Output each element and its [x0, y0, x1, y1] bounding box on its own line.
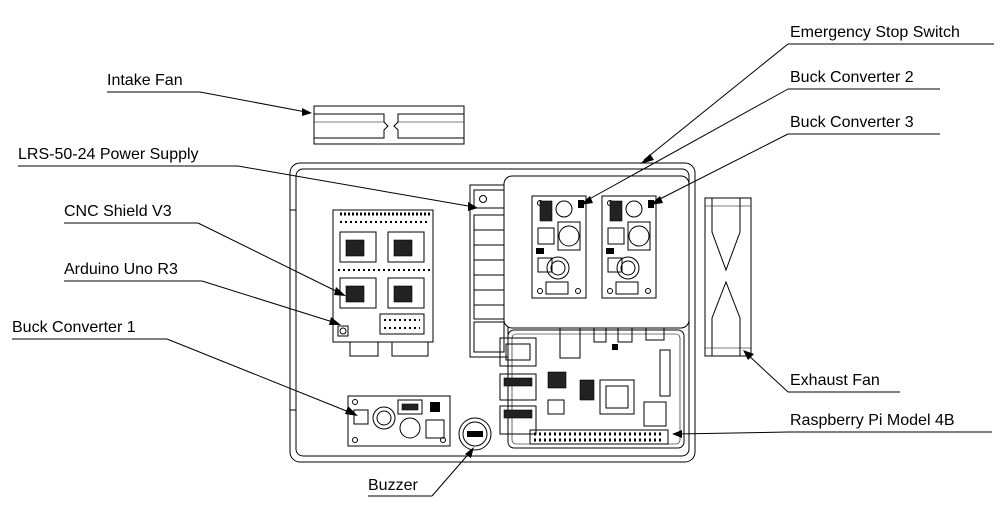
exhaust-fan-label: Exhaust Fan: [790, 372, 880, 389]
buck-converter-1: [347, 395, 451, 447]
raspberry-pi-label: Raspberry Pi Model 4B: [790, 412, 955, 429]
buck-converter-2-label: Buck Converter 2: [790, 69, 914, 86]
buck-converter-2: [531, 195, 587, 299]
leader-lines: [12, 43, 994, 497]
lrs-power-supply: [469, 184, 509, 358]
buck-converter-3-label: Buck Converter 3: [790, 114, 914, 131]
gpio-pins: [534, 432, 664, 442]
buck-converter-3: [601, 195, 657, 299]
buck-converter-1-label: Buck Converter 1: [12, 319, 136, 336]
exhaust-fan: [704, 197, 752, 357]
buzzer-label: Buzzer: [368, 477, 418, 494]
raspberry-pi-4b: [499, 327, 685, 449]
buzzer: [458, 417, 492, 451]
intake-fan-label: Intake Fan: [107, 72, 183, 89]
arduino-label: Arduino Uno R3: [64, 261, 178, 278]
lrs-power-supply-label: LRS-50-24 Power Supply: [18, 146, 199, 163]
arduino-cnc-stack: [332, 209, 434, 357]
cnc-shield-label: CNC Shield V3: [64, 203, 172, 220]
intake-fan: [313, 105, 465, 145]
emergency-stop-label: Emergency Stop Switch: [790, 24, 960, 41]
